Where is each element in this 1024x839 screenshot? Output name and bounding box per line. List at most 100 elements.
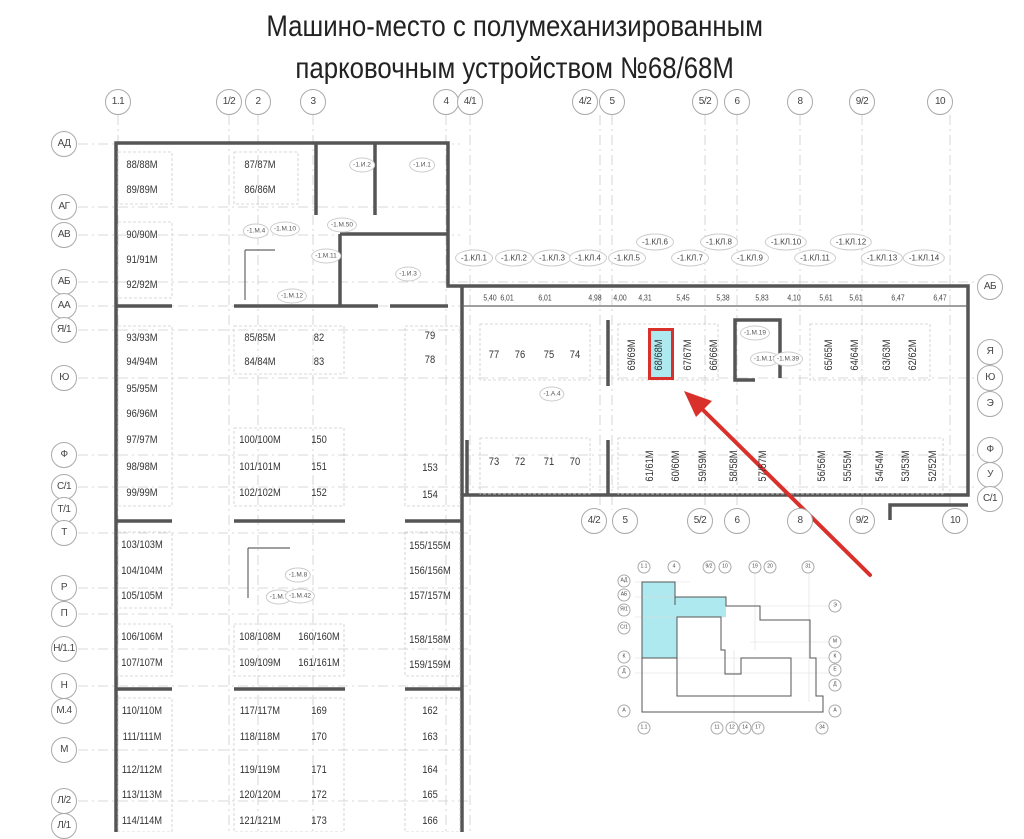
parking-space[interactable]: 66/66М — [708, 339, 720, 371]
parking-space[interactable]: 85/85М — [244, 332, 276, 344]
storage-tag: -1.КЛ.12 — [829, 233, 873, 251]
parking-space[interactable]: 76 — [514, 349, 526, 361]
parking-space[interactable]: 75 — [543, 349, 555, 361]
parking-space[interactable]: 170 — [311, 731, 327, 743]
parking-space[interactable]: 156/156М — [409, 565, 451, 577]
parking-space[interactable]: 71 — [543, 456, 555, 468]
parking-space[interactable]: 112/112М — [121, 764, 163, 776]
parking-space[interactable]: 96/96М — [126, 408, 158, 420]
parking-space[interactable]: 72 — [514, 456, 526, 468]
parking-space-68-label[interactable]: 68/68М — [653, 339, 665, 371]
parking-space[interactable]: 53/53М — [900, 450, 912, 482]
parking-space[interactable]: 107/107М — [121, 657, 163, 669]
parking-space[interactable]: 83 — [313, 356, 325, 368]
parking-space[interactable]: 104/104М — [121, 565, 163, 577]
parking-space[interactable]: 166 — [422, 815, 438, 827]
parking-space[interactable]: 158/158М — [409, 634, 451, 646]
parking-space[interactable]: 89/89М — [126, 184, 158, 196]
parking-space[interactable]: 91/91М — [126, 254, 158, 266]
parking-space[interactable]: 101/101М — [239, 461, 281, 473]
parking-space[interactable]: 93/93М — [126, 332, 158, 344]
parking-space[interactable]: 164 — [422, 764, 438, 776]
parking-space[interactable]: 120/120М — [239, 789, 281, 801]
parking-space[interactable]: 90/90М — [126, 229, 158, 241]
parking-space[interactable]: 114/114М — [121, 815, 163, 827]
room-tag: -1.М.10 — [269, 221, 301, 237]
parking-space[interactable]: 109/109М — [239, 657, 281, 669]
parking-space[interactable]: 67/67М — [682, 339, 694, 371]
parking-space[interactable]: 62/62М — [907, 339, 919, 371]
parking-space[interactable]: 94/94М — [126, 356, 158, 368]
parking-space[interactable]: 165 — [422, 789, 438, 801]
room-tag: -1.М.42 — [284, 588, 316, 604]
parking-space[interactable]: 152 — [311, 487, 327, 499]
axis-bubble-left: АД — [51, 131, 77, 157]
title-line-1: Машино-место с полумеханизированным — [266, 10, 763, 43]
parking-space[interactable]: 113/113М — [121, 789, 163, 801]
parking-space[interactable]: 88/88М — [126, 159, 158, 171]
parking-space[interactable]: 63/63М — [881, 339, 893, 371]
parking-space[interactable]: 119/119М — [239, 764, 281, 776]
parking-space[interactable]: 54/54М — [874, 450, 886, 482]
parking-space[interactable]: 56/56М — [816, 450, 828, 482]
parking-space[interactable]: 169 — [311, 705, 327, 717]
parking-space[interactable]: 65/65М — [823, 339, 835, 371]
parking-space[interactable]: 117/117М — [239, 705, 281, 717]
parking-space[interactable]: 73 — [488, 456, 500, 468]
parking-space[interactable]: 103/103М — [121, 539, 163, 551]
axis-bubble-bottom: 9/2 — [849, 508, 875, 534]
parking-space[interactable]: 172 — [311, 789, 327, 801]
axis-bubble-left: М — [51, 737, 77, 763]
parking-space[interactable]: 160/160М — [298, 631, 340, 643]
parking-space[interactable]: 151 — [311, 461, 327, 473]
parking-space[interactable]: 159/159М — [409, 659, 451, 671]
parking-space[interactable]: 162 — [422, 705, 438, 717]
parking-space[interactable]: 64/64М — [849, 339, 861, 371]
parking-space[interactable]: 153 — [422, 462, 438, 474]
parking-space[interactable]: 100/100М — [239, 434, 281, 446]
parking-space[interactable]: 86/86М — [244, 184, 276, 196]
parking-space[interactable]: 102/102М — [239, 487, 281, 499]
parking-space[interactable]: 77 — [488, 349, 500, 361]
parking-space[interactable]: 60/60М — [670, 450, 682, 482]
parking-space[interactable]: 84/84М — [244, 356, 276, 368]
parking-space[interactable]: 74 — [569, 349, 581, 361]
storage-dimension: 4,00 — [613, 293, 627, 303]
parking-space[interactable]: 52/52М — [927, 450, 939, 482]
parking-space[interactable]: 163 — [422, 731, 438, 743]
parking-space[interactable]: 161/161М — [298, 657, 340, 669]
axis-bubble-left: П — [51, 601, 77, 627]
parking-space[interactable]: 57/57М — [757, 450, 769, 482]
parking-space[interactable]: 118/118М — [239, 731, 281, 743]
parking-space[interactable]: 150 — [311, 434, 327, 446]
axis-bubble-left: М.4 — [51, 698, 77, 724]
parking-space[interactable]: 58/58М — [728, 450, 740, 482]
parking-space[interactable]: 59/59М — [697, 450, 709, 482]
parking-space[interactable]: 154 — [422, 489, 438, 501]
parking-space[interactable]: 105/105М — [121, 590, 163, 602]
parking-space[interactable]: 78 — [424, 354, 436, 366]
parking-space[interactable]: 121/121М — [239, 815, 281, 827]
parking-space[interactable]: 70 — [569, 456, 581, 468]
highlighted-space-68[interactable] — [648, 328, 674, 380]
parking-space[interactable]: 87/87М — [244, 159, 276, 171]
parking-space[interactable]: 110/110М — [121, 705, 163, 717]
parking-space[interactable]: 171 — [311, 764, 327, 776]
parking-space[interactable]: 82 — [313, 332, 325, 344]
parking-space[interactable]: 108/108М — [239, 631, 281, 643]
parking-space[interactable]: 97/97М — [126, 434, 158, 446]
parking-space[interactable]: 92/92М — [126, 279, 158, 291]
parking-space[interactable]: 173 — [311, 815, 327, 827]
parking-space[interactable]: 79 — [424, 330, 436, 342]
parking-space[interactable]: 69/69М — [626, 339, 638, 371]
parking-space[interactable]: 98/98М — [126, 461, 158, 473]
parking-space[interactable]: 99/99М — [126, 487, 158, 499]
parking-space[interactable]: 157/157М — [409, 590, 451, 602]
parking-space[interactable]: 95/95М — [126, 383, 158, 395]
parking-space[interactable]: 106/106М — [121, 631, 163, 643]
parking-space[interactable]: 155/155М — [409, 540, 451, 552]
key-plan-axis-bottom: 17 — [751, 721, 765, 735]
parking-space[interactable]: 55/55М — [842, 450, 854, 482]
parking-space[interactable]: 61/61М — [644, 450, 656, 482]
parking-space[interactable]: 111/111М — [122, 731, 162, 743]
